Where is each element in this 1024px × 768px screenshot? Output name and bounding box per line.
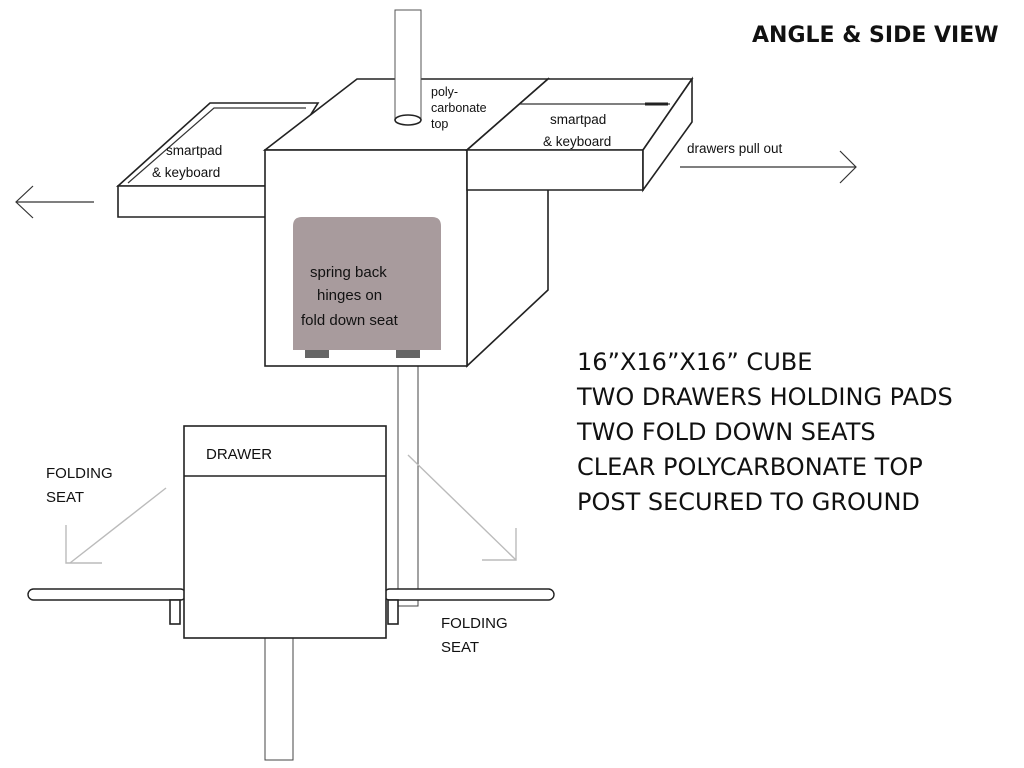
right-seat-label-line1: FOLDING [441, 615, 508, 632]
spec-line-3: TWO FOLD DOWN SEATS [576, 418, 876, 446]
spec-line-5: POST SECURED TO GROUND [577, 488, 920, 516]
seat-panel [293, 217, 441, 350]
side-drawer: DRAWER [183, 425, 387, 639]
left-pull-arrow [15, 185, 94, 219]
seat-hinge-left [305, 350, 329, 358]
right-pull-arrow: drawers pull out [680, 141, 857, 184]
right-folding-seat-bar [383, 588, 555, 601]
left-drawer-label-line1: smartpad [166, 143, 222, 158]
right-drawer-label-line2: & keyboard [543, 134, 611, 149]
left-drawer-label-line2: & keyboard [152, 165, 220, 180]
seat-hinge-right [396, 350, 420, 358]
left-fold-arc [65, 487, 167, 564]
spec-line-4: CLEAR POLYCARBONATE TOP [577, 453, 923, 481]
side-drawer-label: DRAWER [206, 446, 272, 463]
left-seat-label-line1: FOLDING [46, 465, 113, 482]
right-drawer-label-line1: smartpad [550, 112, 606, 127]
fold-down-seat: spring back hinges on fold down seat [293, 217, 441, 358]
right-seat-label-line2: SEAT [441, 639, 479, 656]
left-folding-seat-bar [27, 588, 187, 601]
seat-label-line3: fold down seat [301, 312, 399, 329]
spec-line-2: TWO DRAWERS HOLDING PADS [576, 383, 953, 411]
spec-line-1: 16”X16”X16” CUBE [577, 348, 812, 376]
left-seat-label-line2: SEAT [46, 489, 84, 506]
side-view: DRAWER FOLDING SEAT FOLDING SEAT [27, 425, 555, 761]
seat-label-line1: spring back [310, 264, 387, 281]
right-fold-arc [407, 454, 517, 561]
angle-view: smartpad & keyboard poly- carbonate top [15, 9, 857, 607]
post-below-cube [397, 365, 419, 607]
top-label-line1: poly- [431, 85, 458, 99]
top-label-line3: top [431, 117, 448, 131]
right-drawer: smartpad & keyboard [464, 76, 694, 193]
seat-label-line2: hinges on [317, 287, 382, 304]
pull-out-label: drawers pull out [687, 141, 783, 156]
top-label-line2: carbonate [431, 101, 487, 115]
specs-list: 16”X16”X16” CUBE TWO DRAWERS HOLDING PAD… [576, 348, 953, 516]
diagram-title: ANGLE & SIDE VIEW [752, 23, 999, 48]
top-post: poly- carbonate top [394, 9, 487, 131]
